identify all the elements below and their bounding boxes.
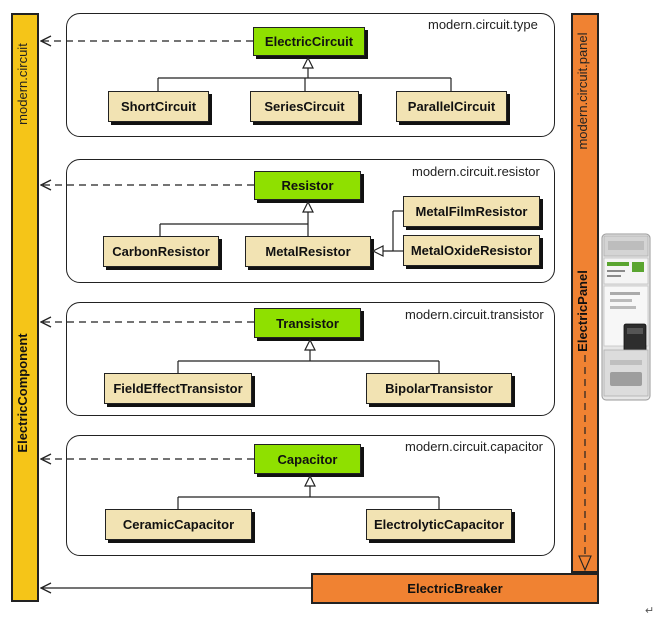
class-resistor: Resistor [254, 171, 361, 200]
package-label-capacitor: modern.circuit.capacitor [405, 439, 543, 454]
class-series-circuit: SeriesCircuit [250, 91, 359, 122]
class-carbon-resistor: CarbonResistor [103, 236, 219, 267]
class-bipolar-transistor: BipolarTransistor [366, 373, 512, 404]
class-transistor: Transistor [254, 308, 361, 338]
class-capacitor: Capacitor [254, 444, 361, 474]
electric-component-bar [11, 13, 39, 602]
class-metal-oxide-resistor: MetalOxideResistor [403, 235, 540, 266]
class-metal-film-resistor: MetalFilmResistor [403, 196, 540, 227]
class-metal-resistor: MetalResistor [245, 236, 371, 267]
class-field-effect-transistor: FieldEffectTransistor [104, 373, 252, 404]
package-label-transistor: modern.circuit.transistor [405, 307, 544, 322]
class-ceramic-capacitor: CeramicCapacitor [105, 509, 252, 540]
electric-breaker-label: ElectricBreaker [407, 581, 503, 596]
circuit-breaker-device-image [601, 233, 651, 401]
package-label-resistor: modern.circuit.resistor [412, 164, 540, 179]
class-electric-circuit: ElectricCircuit [253, 27, 365, 56]
class-short-circuit: ShortCircuit [108, 91, 209, 122]
package-label-type: modern.circuit.type [428, 17, 538, 32]
electric-breaker-bar: ElectricBreaker [311, 573, 599, 604]
class-electrolytic-capacitor: ElectrolyticCapacitor [366, 509, 512, 540]
paragraph-mark: ↵ [645, 605, 655, 617]
class-parallel-circuit: ParallelCircuit [396, 91, 507, 122]
